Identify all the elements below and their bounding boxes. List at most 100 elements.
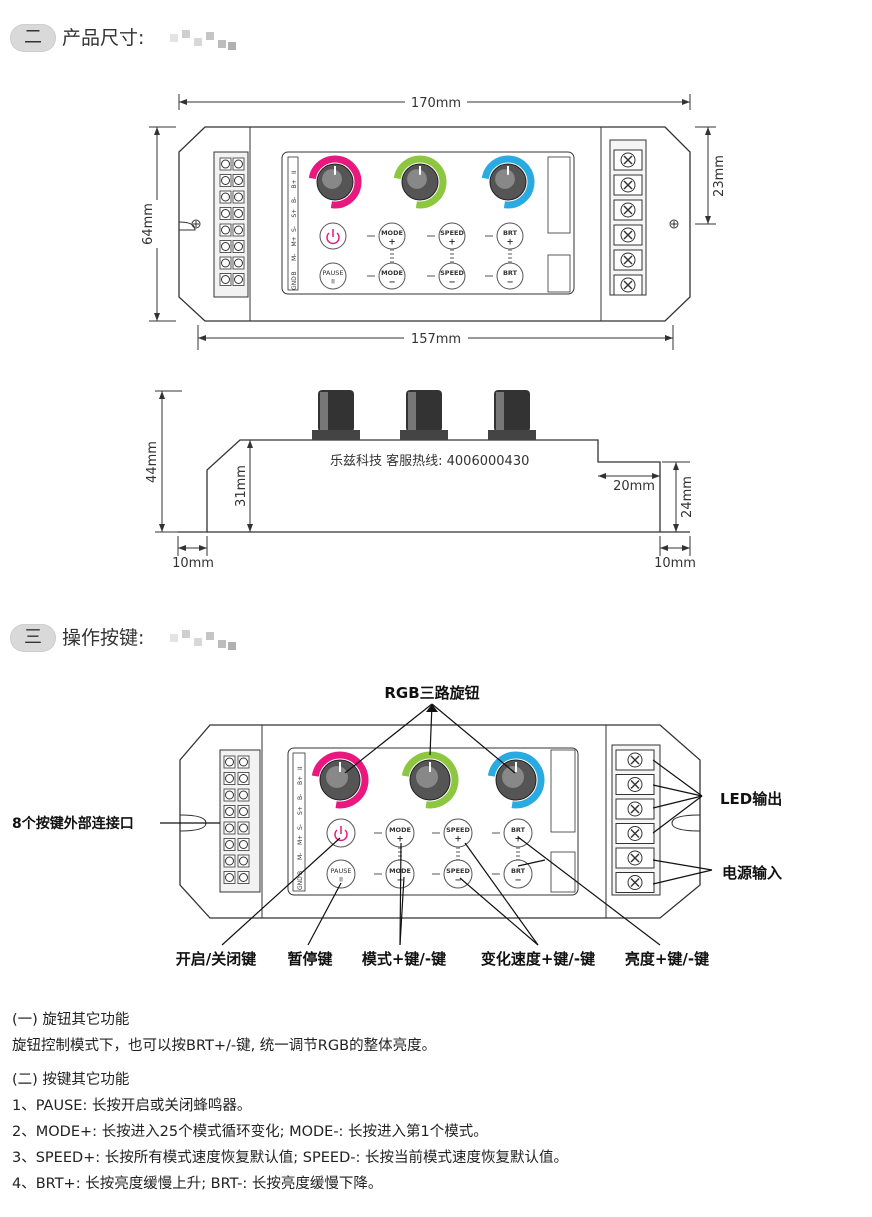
brt-plus-button[interactable]: BRT+ [496, 222, 524, 250]
screw-terminal [615, 872, 655, 893]
strip-pin-label: II [291, 170, 298, 174]
mode-plus-button[interactable]: MODE+ [378, 222, 406, 250]
strip-pin-label: S- [297, 824, 304, 830]
svg-text:−: − [454, 876, 461, 886]
decorative-squares [170, 30, 236, 50]
section-number-pill [10, 624, 56, 652]
speed-plus-button[interactable]: SPEED+ [443, 818, 473, 848]
section-title: 产品尺寸: [62, 27, 145, 49]
speed-minus-button[interactable]: SPEED− [438, 262, 466, 290]
power-button[interactable] [319, 222, 347, 250]
connector-pin [223, 854, 236, 868]
rgb-knob[interactable] [481, 155, 535, 209]
dim-overall-width: 170mm [411, 96, 461, 111]
screw-terminal [613, 249, 643, 271]
pause-label: PAUSE [331, 867, 352, 875]
section-title: 操作按键: [62, 627, 145, 649]
mode-minus-button[interactable]: MODE− [385, 859, 415, 889]
decorative-squares [170, 630, 236, 650]
svg-text:+: + [506, 238, 513, 248]
brt-minus-button[interactable]: BRT− [503, 859, 533, 889]
strip-pin-label: B [297, 871, 304, 875]
svg-text:SPEED: SPEED [446, 867, 470, 875]
connector-pin [223, 755, 236, 769]
svg-text:−: − [396, 876, 403, 886]
brt-plus-button[interactable]: BRT+ [503, 818, 533, 848]
dimension-10-right: 10mm [654, 536, 696, 571]
svg-text:−: − [506, 278, 513, 288]
strip-pin-label: GND [291, 276, 298, 290]
svg-text:SPEED: SPEED [440, 269, 464, 277]
notes-block: (一) 旋钮其它功能 旋钮控制模式下，也可以按BRT+/-键, 统一调节RGB的… [12, 1010, 862, 1210]
callout-pause: 暂停键 [287, 950, 332, 968]
strip-pin-label: M+ [291, 236, 298, 246]
note-item-1: 1、PAUSE: 长按开启或关闭蜂鸣器。 [12, 1098, 252, 1114]
screw-terminal [613, 199, 643, 221]
connector-pin [223, 838, 236, 851]
svg-text:−: − [448, 278, 455, 288]
connector-pin [219, 240, 232, 253]
rgb-knob[interactable] [487, 751, 545, 809]
mode-plus-button[interactable]: MODE+ [385, 818, 415, 848]
brt-minus-button[interactable]: BRT− [496, 262, 524, 290]
power-button[interactable] [326, 818, 356, 848]
connector-pin [237, 788, 250, 802]
side-housing [178, 439, 690, 533]
rgb-knob[interactable] [401, 751, 459, 809]
connector-pin [232, 240, 245, 253]
svg-text:+: + [388, 238, 395, 248]
callout-knobs: RGB三路旋钮 [384, 684, 479, 702]
connector-pin [237, 838, 250, 851]
dim-side-body: 31mm [234, 465, 249, 507]
screw-terminal [615, 847, 655, 869]
callout-power-input: 电源输入 [722, 864, 782, 882]
connector-pin [223, 772, 236, 785]
screw-terminal [615, 774, 655, 795]
svg-text:+: + [454, 835, 461, 845]
connector-pin [232, 223, 245, 237]
strip-pin-label: B- [297, 794, 304, 800]
screw-terminal [615, 823, 655, 844]
connector-pin [237, 805, 250, 818]
screw-terminal [613, 149, 643, 171]
svg-text:SPEED: SPEED [446, 826, 470, 834]
dimension-31: 31mm [234, 440, 253, 532]
section-number: 三 [24, 627, 42, 648]
svg-text:MODE: MODE [389, 867, 411, 875]
dim-side-left: 10mm [172, 556, 214, 571]
speed-minus-button[interactable]: SPEED− [443, 859, 473, 889]
strip-pin-label: S+ [297, 806, 304, 815]
dim-side-step-height: 24mm [680, 476, 695, 518]
connector-pin [219, 157, 232, 171]
connector-pin [237, 821, 250, 835]
connector-pin [219, 207, 232, 220]
rgb-knob[interactable] [393, 155, 447, 209]
strip-pin-label: B+ [297, 776, 304, 785]
dim-side-total: 44mm [145, 441, 160, 483]
callout-onoff: 开启/关闭键 [176, 950, 256, 968]
dimension-10-left: 10mm [172, 536, 214, 571]
dimension-157: 157mm [197, 325, 674, 350]
note-item-2: 2、MODE+: 长按进入25个模式循环变化; MODE-: 长按进入第1个模式… [12, 1124, 488, 1140]
control-panel-top: PAUSEIIMODE+MODE−SPEED+SPEED−BRT+BRT−OUT… [281, 151, 575, 295]
note-paragraph-1: 旋钮控制模式下，也可以按BRT+/-键, 统一调节RGB的整体亮度。 [12, 1038, 437, 1054]
connector-pin [223, 805, 236, 818]
mode-minus-button[interactable]: MODE− [378, 262, 406, 290]
side-view-diagram: 乐兹科技 客服热线: 4006000430 44mm 31mm 24mm 20m… [145, 390, 696, 571]
strip-pin-label: M+ [297, 835, 304, 845]
speed-plus-button[interactable]: SPEED+ [438, 222, 466, 250]
svg-text:BRT: BRT [511, 867, 526, 875]
dim-side-step-width: 20mm [613, 479, 655, 494]
rgb-knob[interactable] [308, 155, 362, 209]
connector-pin [223, 821, 236, 835]
strip-pin-label: S+ [291, 209, 298, 218]
rgb-knob[interactable] [311, 751, 369, 809]
screw-terminal [613, 224, 643, 246]
dim-side-right: 10mm [654, 556, 696, 571]
note-item-4: 4、BRT+: 长按亮度缓慢上升; BRT-: 长按亮度缓慢下降。 [12, 1176, 383, 1192]
dim-height: 64mm [141, 203, 156, 245]
connector-pin [237, 854, 250, 868]
screw-terminal [613, 174, 643, 196]
